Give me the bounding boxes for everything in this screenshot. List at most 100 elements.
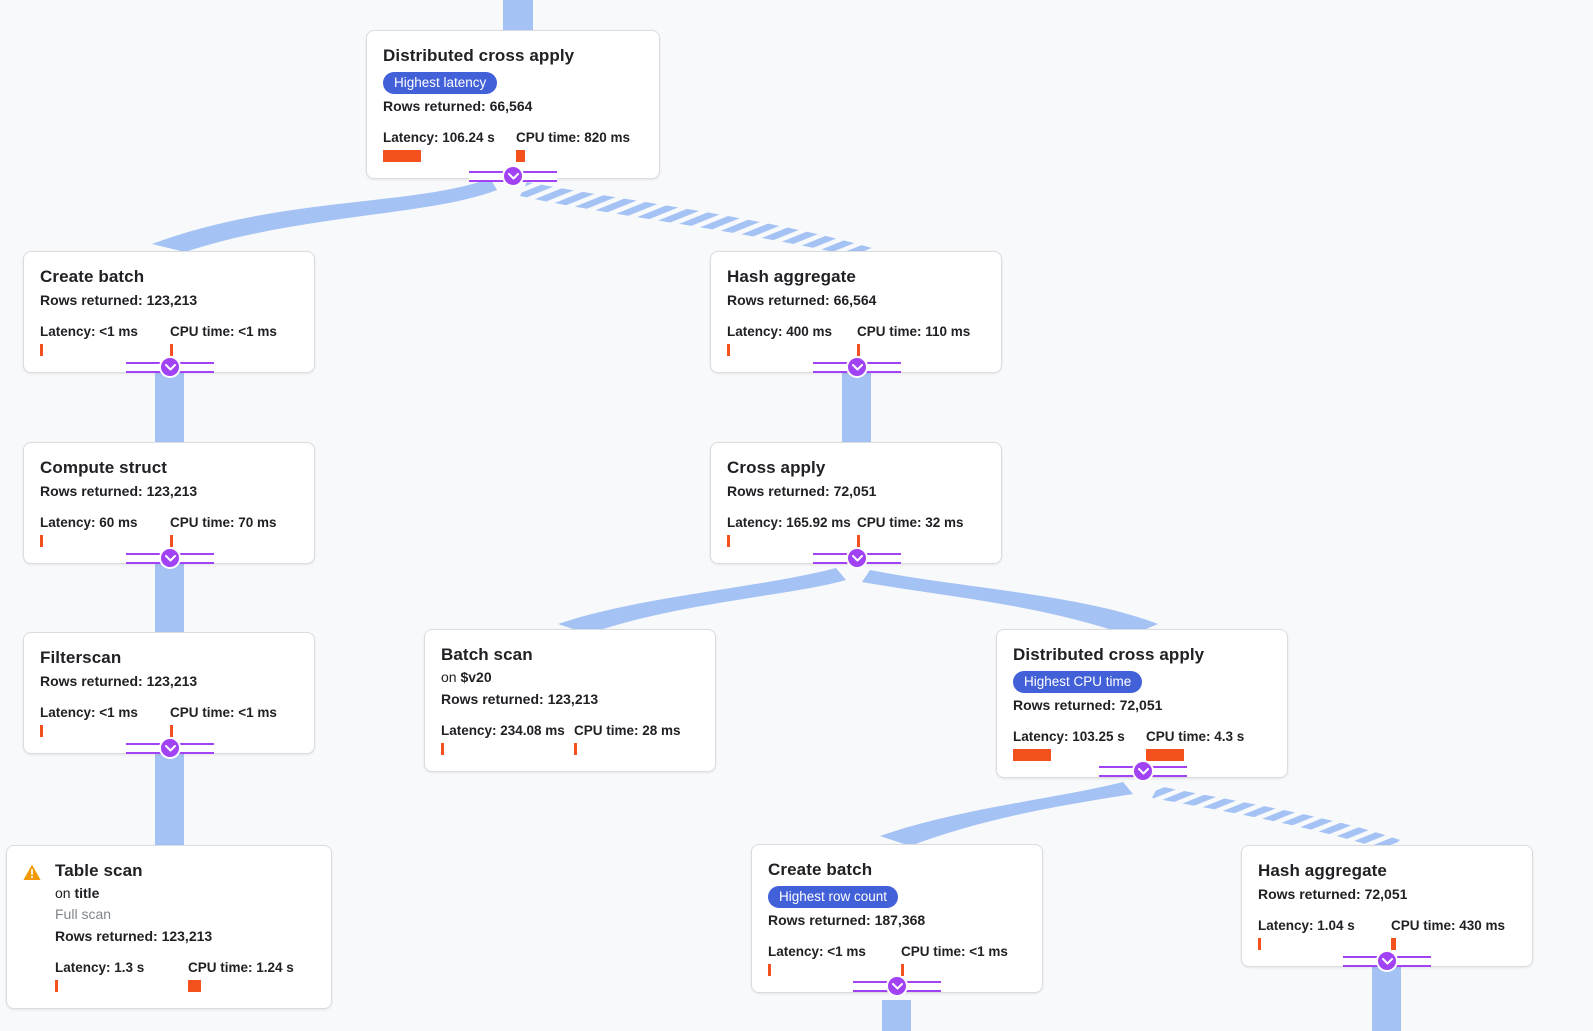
expand-toggle-create-batch-bottom[interactable] [853, 974, 941, 998]
on-prefix: on [55, 885, 75, 901]
plan-node-distributed-cross-apply-lower[interactable]: Distributed cross apply Highest CPU time… [996, 629, 1288, 778]
plan-node-create-batch-left[interactable]: Create batch Rows returned: 123,213 Late… [23, 251, 315, 373]
node-title: Table scan [55, 861, 143, 880]
latency-label: Latency: 1.3 s [55, 960, 145, 975]
edge-n1-n2 [152, 178, 497, 252]
cpu-bar [901, 964, 904, 976]
rows-returned: Rows returned: 72,051 [1258, 886, 1408, 902]
node-title: Filterscan [40, 648, 122, 667]
chevron-down-icon[interactable] [886, 975, 908, 997]
rows-returned: Rows returned: 123,213 [441, 691, 599, 707]
plan-node-cross-apply[interactable]: Cross apply Rows returned: 72,051 Latenc… [710, 442, 1002, 564]
chevron-down-icon[interactable] [1132, 760, 1154, 782]
metrics: Latency: <1 ms CPU time: <1 ms [768, 943, 1026, 976]
cpu-bar [574, 743, 577, 755]
metrics: Latency: <1 ms CPU time: <1 ms [40, 704, 298, 737]
cpu-metric: CPU time: <1 ms [170, 323, 277, 356]
latency-label: Latency: 106.24 s [383, 130, 495, 145]
edge-n10-down [882, 1000, 911, 1031]
latency-metric: Latency: 400 ms [727, 323, 857, 356]
expand-toggle-distributed-cross-apply-root[interactable] [469, 164, 557, 188]
latency-metric: Latency: 234.08 ms [441, 722, 574, 755]
cpu-bar [170, 725, 173, 737]
node-title: Batch scan [441, 645, 533, 664]
cpu-label: CPU time: 110 ms [857, 324, 971, 339]
expand-toggle-cross-apply[interactable] [813, 546, 901, 570]
latency-label: Latency: 400 ms [727, 324, 833, 339]
metrics: Latency: 165.92 ms CPU time: 32 ms [727, 514, 985, 547]
cpu-label: CPU time: 4.3 s [1146, 729, 1245, 744]
metrics: Latency: 60 ms CPU time: 70 ms [40, 514, 298, 547]
plan-node-table-scan[interactable]: Table scan on title Full scan Rows retur… [6, 845, 332, 1009]
node-title: Distributed cross apply [1013, 645, 1205, 664]
rows-returned: Rows returned: 66,564 [383, 98, 533, 114]
latency-metric: Latency: 60 ms [40, 514, 170, 547]
plan-node-create-batch-bottom[interactable]: Create batch Highest row count Rows retu… [751, 844, 1043, 993]
cpu-label: CPU time: 32 ms [857, 515, 964, 530]
cpu-label: CPU time: 820 ms [516, 130, 631, 145]
chevron-down-icon[interactable] [502, 165, 524, 187]
latency-metric: Latency: 165.92 ms [727, 514, 857, 547]
latency-metric: Latency: <1 ms [768, 943, 901, 976]
metrics: Latency: 400 ms CPU time: 110 ms [727, 323, 985, 356]
expand-toggle-distributed-cross-apply-lower[interactable] [1099, 759, 1187, 783]
warning-icon [23, 864, 41, 886]
rows-returned: Rows returned: 72,051 [727, 483, 877, 499]
chevron-down-icon[interactable] [159, 737, 181, 759]
metrics: Latency: 234.08 ms CPU time: 28 ms [441, 722, 699, 755]
latency-metric: Latency: 1.04 s [1258, 917, 1391, 950]
rows-returned: Rows returned: 123,213 [40, 483, 198, 499]
edge-n1-n3-distributed [520, 182, 872, 258]
cpu-metric: CPU time: 1.24 s [188, 959, 294, 992]
status-badge: Highest latency [383, 72, 498, 94]
plan-node-batch-scan[interactable]: Batch scan on $v20 Rows returned: 123,21… [424, 629, 716, 772]
chevron-down-icon[interactable] [159, 356, 181, 378]
expand-toggle-hash-aggregate-bottom[interactable] [1343, 949, 1431, 973]
latency-label: Latency: 165.92 ms [727, 515, 851, 530]
edge-n5-n7 [558, 568, 846, 634]
scan-target-name: title [74, 885, 100, 901]
cpu-bar [170, 535, 173, 547]
latency-metric: Latency: <1 ms [40, 323, 170, 356]
plan-node-filterscan[interactable]: Filterscan Rows returned: 123,213 Latenc… [23, 632, 315, 754]
cpu-bar [188, 980, 201, 992]
node-title: Create batch [768, 860, 873, 879]
scan-type: Full scan [55, 906, 112, 922]
chevron-down-icon[interactable] [846, 547, 868, 569]
chevron-down-icon[interactable] [1376, 950, 1398, 972]
rows-returned: Rows returned: 123,213 [40, 292, 198, 308]
cpu-label: CPU time: <1 ms [170, 705, 277, 720]
node-title: Compute struct [40, 458, 168, 477]
cpu-label: CPU time: 28 ms [574, 723, 681, 738]
metrics: Latency: 103.25 s CPU time: 4.3 s [1013, 728, 1271, 761]
expand-toggle-create-batch-left[interactable] [126, 355, 214, 379]
plan-node-compute-struct[interactable]: Compute struct Rows returned: 123,213 La… [23, 442, 315, 564]
rows-returned: Rows returned: 123,213 [55, 928, 213, 944]
cpu-bar [857, 535, 860, 547]
edge-n8-n11-distributed [1152, 786, 1400, 851]
latency-label: Latency: <1 ms [40, 705, 138, 720]
expand-toggle-filterscan[interactable] [126, 736, 214, 760]
on-prefix: on [441, 669, 461, 685]
expand-toggle-compute-struct[interactable] [126, 546, 214, 570]
cpu-label: CPU time: 1.24 s [188, 960, 294, 975]
expand-toggle-hash-aggregate-upper[interactable] [813, 355, 901, 379]
plan-node-hash-aggregate-bottom[interactable]: Hash aggregate Rows returned: 72,051 Lat… [1241, 845, 1533, 967]
cpu-bar [857, 344, 860, 356]
edge-n8-n10 [880, 782, 1133, 846]
chevron-down-icon[interactable] [159, 547, 181, 569]
scan-target: on $v20 [441, 668, 699, 687]
chevron-down-icon[interactable] [846, 356, 868, 378]
cpu-metric: CPU time: 4.3 s [1146, 728, 1244, 761]
plan-node-hash-aggregate-upper[interactable]: Hash aggregate Rows returned: 66,564 Lat… [710, 251, 1002, 373]
metrics: Latency: <1 ms CPU time: <1 ms [40, 323, 298, 356]
plan-node-distributed-cross-apply-root[interactable]: Distributed cross apply Highest latency … [366, 30, 660, 179]
node-title: Hash aggregate [727, 267, 856, 286]
latency-label: Latency: 234.08 ms [441, 723, 565, 738]
edge-n5-n8 [862, 570, 1158, 636]
cpu-bar [1391, 938, 1396, 950]
latency-metric: Latency: 106.24 s [383, 129, 516, 162]
latency-bar [55, 980, 58, 992]
latency-label: Latency: <1 ms [768, 944, 866, 959]
